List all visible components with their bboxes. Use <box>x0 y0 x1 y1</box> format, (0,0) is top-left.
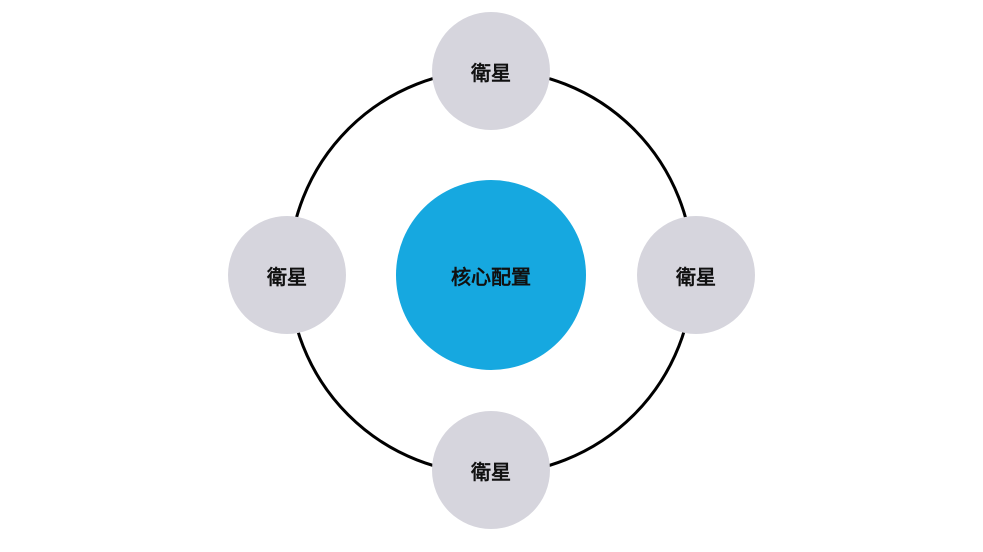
core-label: 核心配置 <box>451 264 531 289</box>
satellite-left: 衛星 <box>228 216 346 334</box>
satellite-right: 衛星 <box>637 216 755 334</box>
satellite-label: 衛星 <box>471 60 511 85</box>
satellite-bottom: 衛星 <box>432 411 550 529</box>
core-node: 核心配置 <box>396 180 586 370</box>
satellite-label: 衛星 <box>267 264 307 289</box>
satellite-label: 衛星 <box>676 264 716 289</box>
satellite-top: 衛星 <box>432 12 550 130</box>
satellite-label: 衛星 <box>471 459 511 484</box>
